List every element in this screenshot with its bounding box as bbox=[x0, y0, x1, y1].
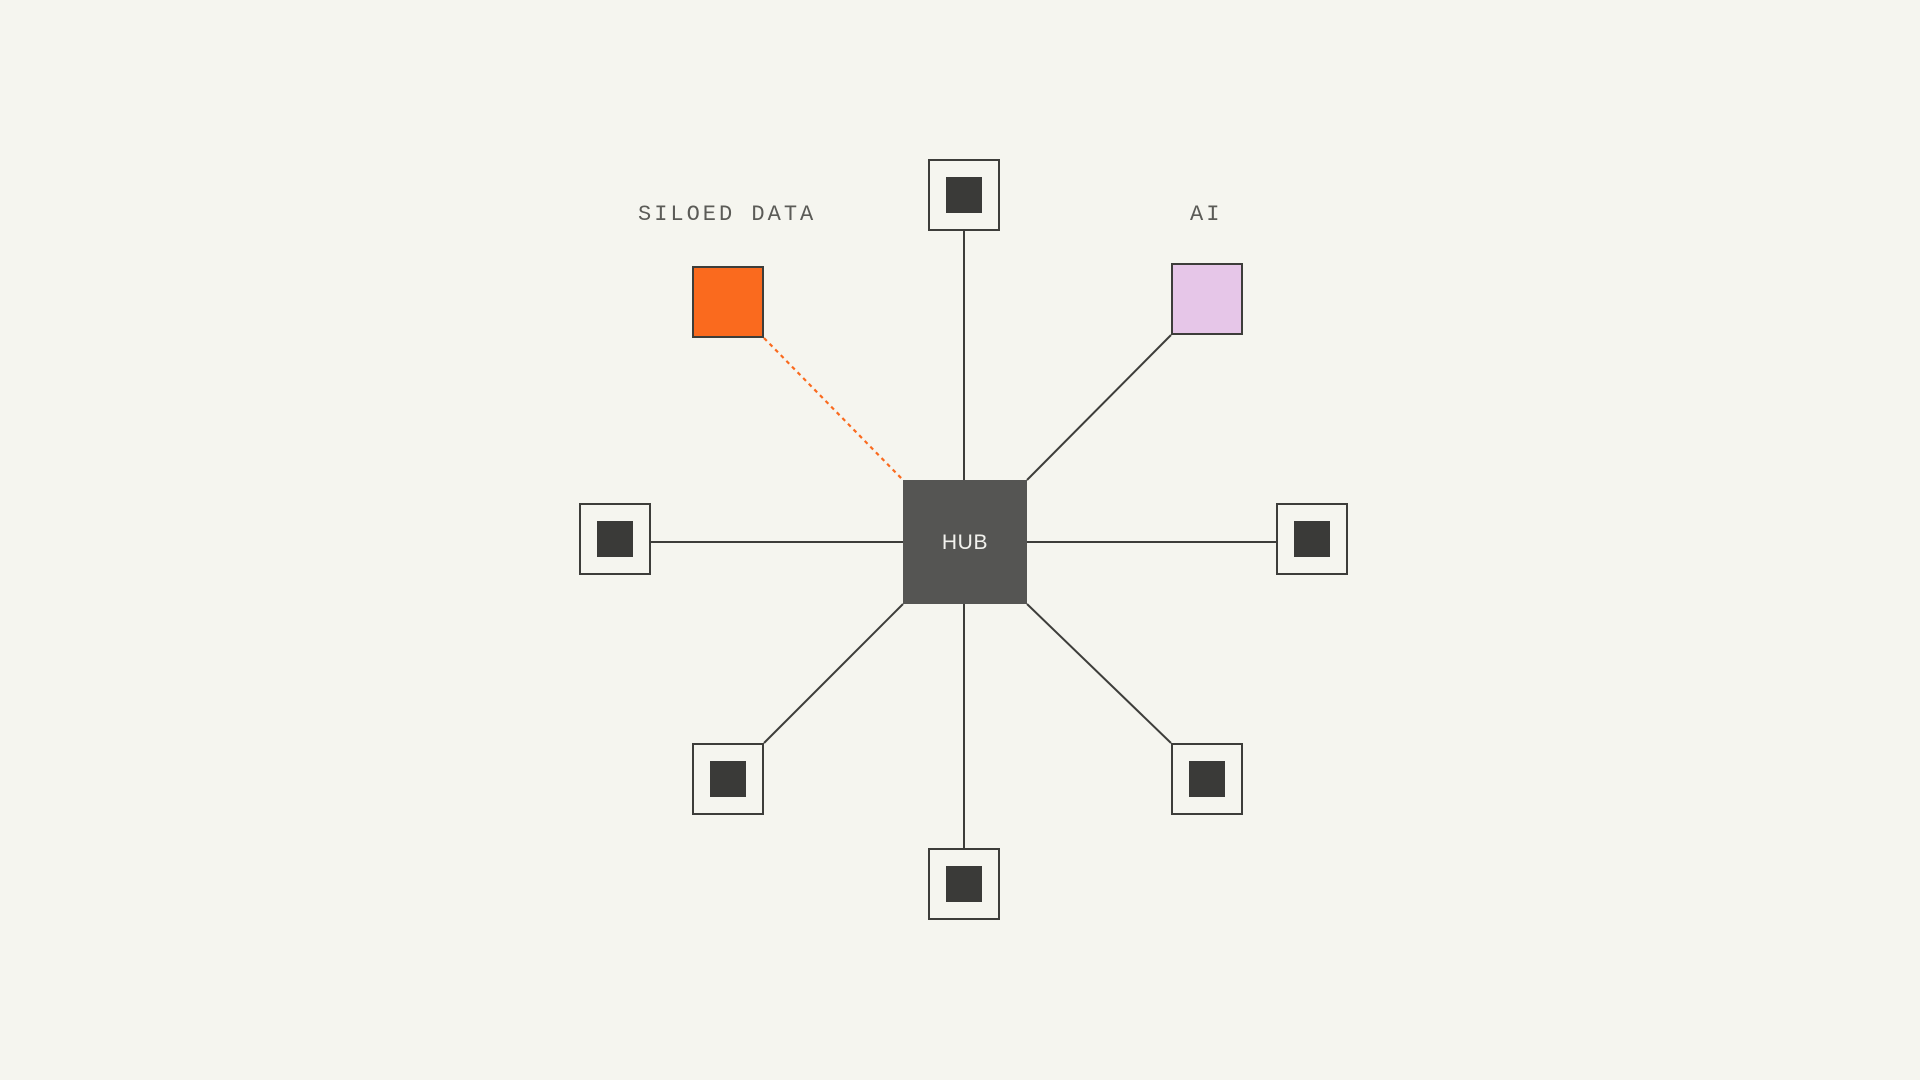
node-bottom-right[interactable] bbox=[1171, 743, 1243, 815]
node-left[interactable] bbox=[579, 503, 651, 575]
node-bottom-left[interactable] bbox=[692, 743, 764, 815]
caption-ai: AI bbox=[1190, 202, 1223, 227]
node-left-core-icon bbox=[597, 521, 633, 557]
edge-hub-siloed-data bbox=[763, 337, 904, 481]
node-right[interactable] bbox=[1276, 503, 1348, 575]
node-top[interactable] bbox=[928, 159, 1000, 231]
edge-hub-bottom-right bbox=[1026, 603, 1172, 744]
node-top-core-icon bbox=[946, 177, 982, 213]
hub-label: HUB bbox=[941, 530, 989, 554]
hub-node[interactable]: HUB bbox=[903, 480, 1027, 604]
node-siloed-data[interactable] bbox=[692, 266, 764, 338]
node-ai[interactable] bbox=[1171, 263, 1243, 335]
node-bottom-core-icon bbox=[946, 866, 982, 902]
edge-hub-ai bbox=[1026, 334, 1172, 481]
node-right-core-icon bbox=[1294, 521, 1330, 557]
node-bottom-right-core-icon bbox=[1189, 761, 1225, 797]
edge-hub-bottom-left bbox=[763, 603, 904, 744]
node-bottom-left-core-icon bbox=[710, 761, 746, 797]
caption-siloed-data: SILOED DATA bbox=[638, 202, 817, 227]
node-bottom[interactable] bbox=[928, 848, 1000, 920]
